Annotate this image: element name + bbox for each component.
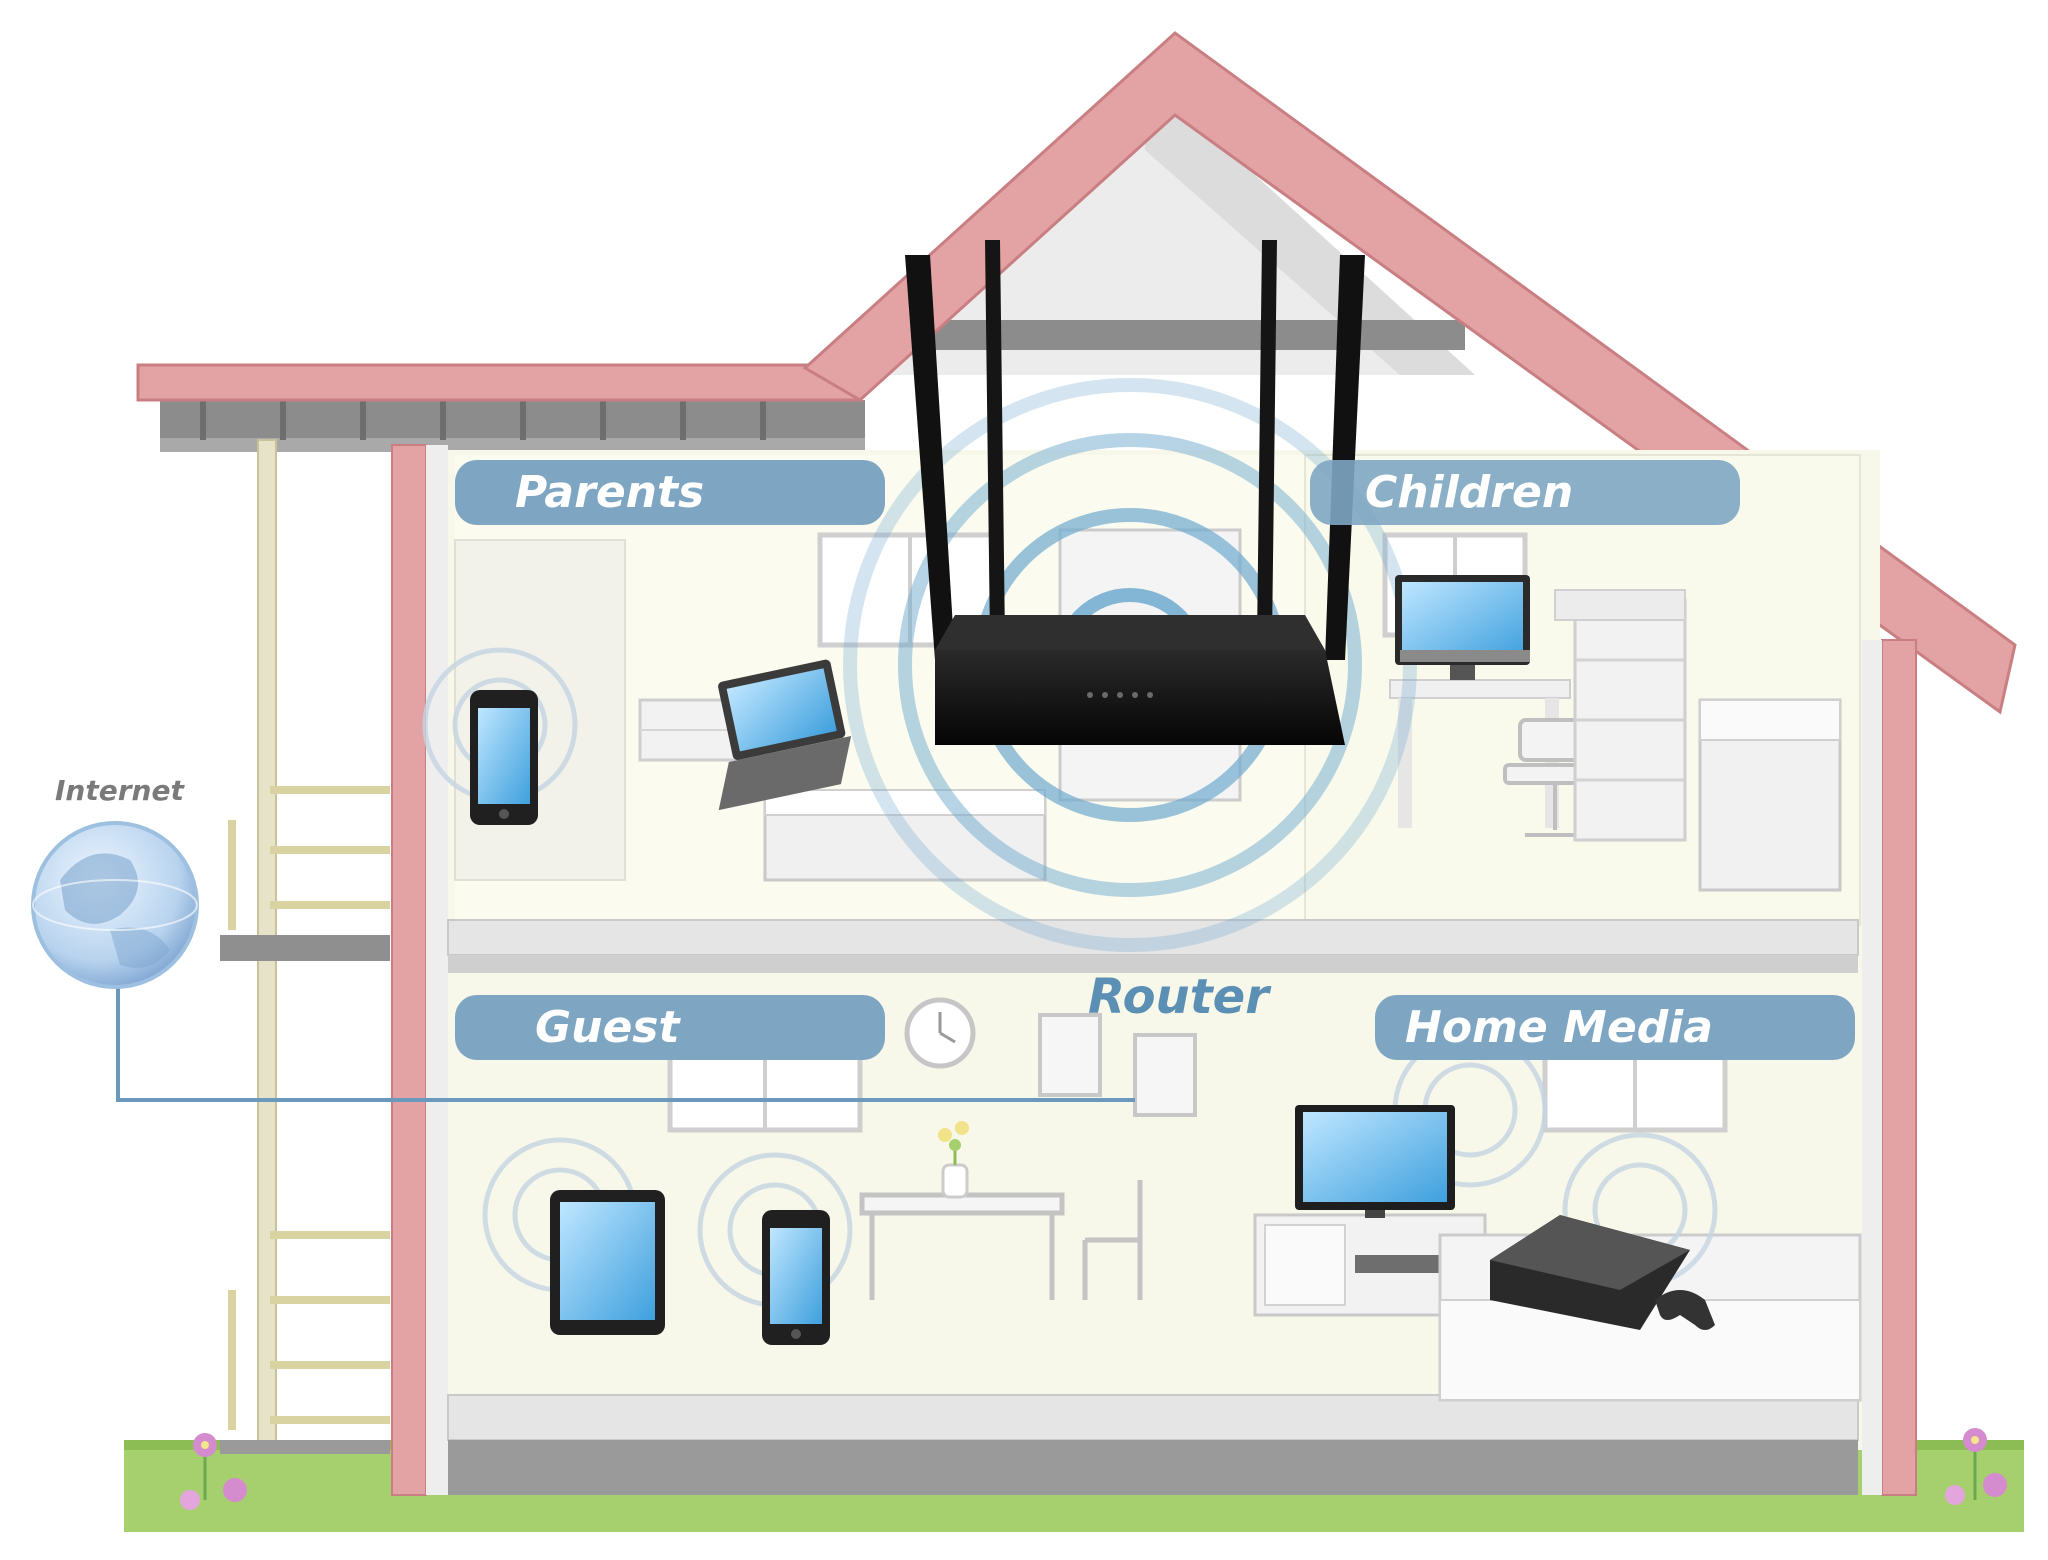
tablet-icon	[550, 1190, 665, 1335]
left-wall-inner	[426, 445, 448, 1495]
tv-icon	[1295, 1105, 1455, 1218]
ground-floor-foundation	[448, 1440, 1858, 1495]
ground-floor-base	[448, 1395, 1858, 1440]
right-wall-inner	[1862, 640, 1882, 1495]
home-media-label: Home Media	[1405, 1002, 1713, 1053]
children-label: Children	[1365, 467, 1573, 518]
parents-label: Parents	[515, 467, 704, 518]
phone-icon-2	[762, 1210, 830, 1345]
roof-left-flat	[138, 365, 860, 400]
globe-icon	[33, 823, 197, 987]
guest-label: Guest	[535, 1002, 681, 1053]
right-wall	[1882, 640, 1916, 1495]
left-eave	[160, 400, 865, 440]
children-bookshelf	[1555, 590, 1685, 840]
internet-label: Internet	[55, 774, 185, 807]
wall-clock-icon	[907, 1000, 973, 1066]
children-bed	[1700, 700, 1840, 890]
phone-icon	[470, 690, 538, 825]
balcony-structure	[220, 440, 390, 1454]
router-label: Router	[1088, 969, 1272, 1025]
left-wall	[392, 445, 426, 1495]
desktop-computer-icon	[1395, 575, 1530, 680]
